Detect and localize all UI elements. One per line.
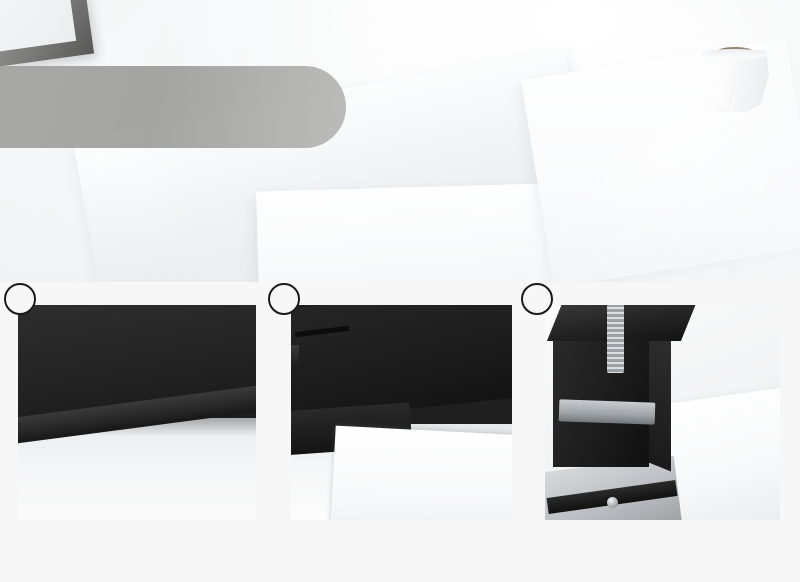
step-number-badge-1 — [4, 283, 36, 315]
step-photo-2 — [291, 305, 512, 520]
paper-stack — [330, 425, 512, 520]
hero-photo — [0, 0, 800, 282]
press-front-panel — [553, 327, 649, 467]
step-number-badge-3 — [521, 283, 553, 315]
step-photo-3 — [545, 305, 780, 520]
machine-tab — [291, 345, 299, 365]
step-photo-1 — [18, 305, 256, 520]
press-threaded-bolt — [607, 305, 624, 373]
step-1 — [4, 282, 256, 582]
press-clamp-plate — [558, 399, 656, 425]
step-3 — [521, 282, 780, 582]
press-screw — [607, 497, 618, 508]
step-number-badge-2 — [268, 283, 300, 315]
title-banner — [0, 66, 346, 148]
step-2 — [268, 282, 512, 582]
steps-row — [0, 282, 800, 582]
